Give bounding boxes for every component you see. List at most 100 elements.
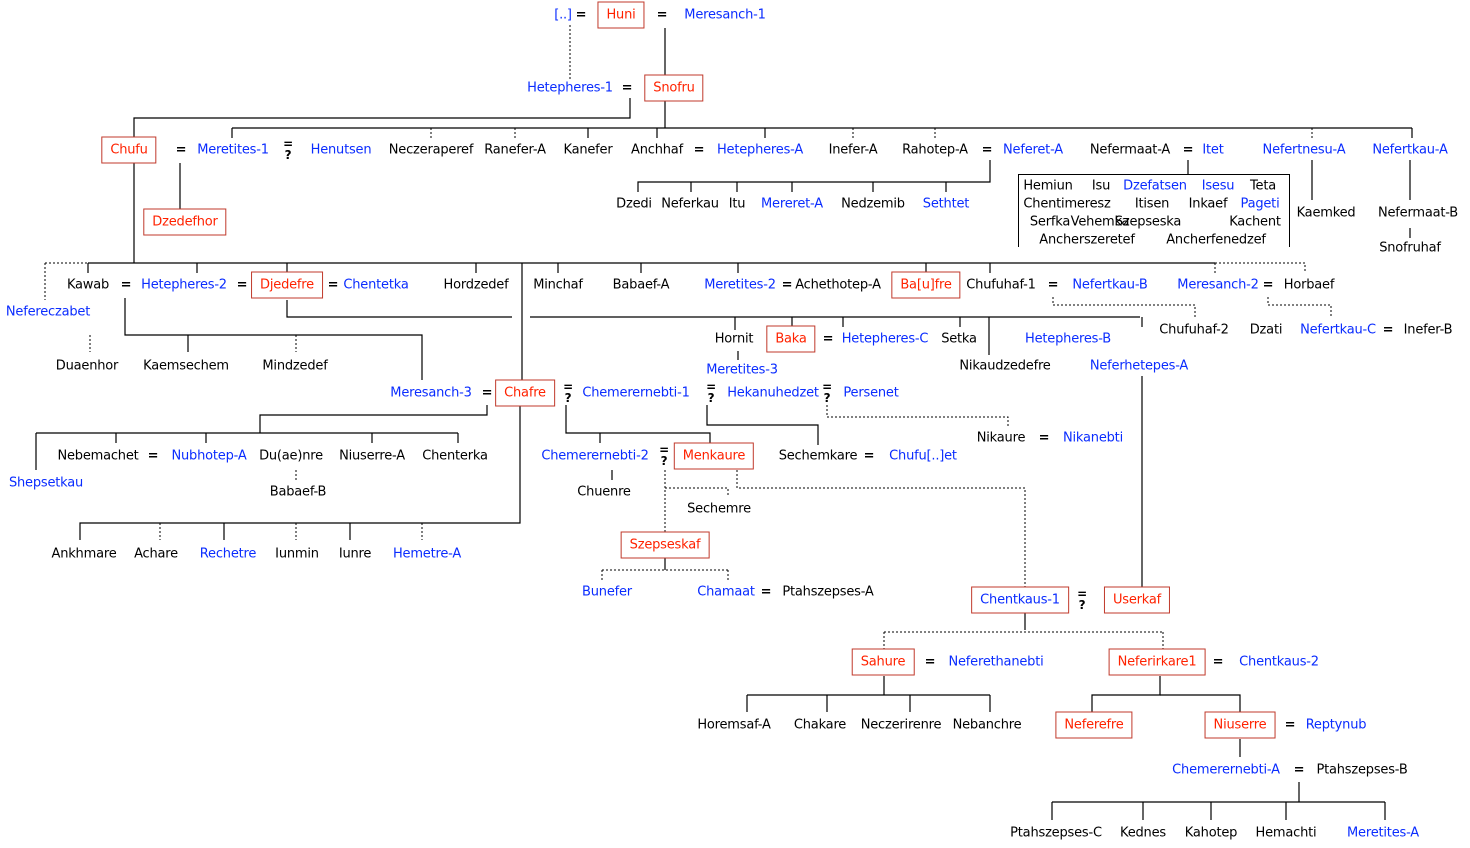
marriage-sign: = xyxy=(236,277,248,293)
male-person: Ptahszepses-B xyxy=(1316,762,1408,778)
male-person: Chakare xyxy=(793,717,847,733)
king-box: Baka xyxy=(766,325,816,353)
male-person: Kednes xyxy=(1120,825,1166,841)
connector-line xyxy=(286,300,512,318)
female-person: Reptynub xyxy=(1305,717,1367,733)
marriage-sign: = xyxy=(981,142,993,158)
connector-line xyxy=(565,405,711,443)
male-person: Chuenre xyxy=(577,484,631,500)
female-person: Shepsetkau xyxy=(8,475,84,491)
marriage-sign: = xyxy=(1284,717,1296,733)
marriage-sign: = xyxy=(1212,654,1224,670)
uncertain-marriage-sign: = ? xyxy=(659,443,669,468)
marriage-sign: = xyxy=(575,7,587,23)
king-box: Snofru xyxy=(644,74,704,102)
female-person: Nubhotep-A xyxy=(171,448,247,464)
male-person: Sechemkare xyxy=(778,448,858,464)
king-box: Niuserre xyxy=(1204,711,1276,739)
marriage-sign: = xyxy=(863,448,875,464)
male-person: Babaef-A xyxy=(612,277,670,293)
female-person: Meresanch-3 xyxy=(390,385,472,401)
male-person: Nikaudzedefre xyxy=(959,358,1051,374)
male-person: Neczeraperef xyxy=(388,142,474,158)
connector-line xyxy=(706,405,819,445)
marriage-sign: = xyxy=(1293,762,1305,778)
marriage-sign: = xyxy=(760,584,772,600)
female-person: Nefereczabet xyxy=(5,304,91,320)
male-person: Hordzedef xyxy=(443,277,509,293)
marriage-sign: = xyxy=(1382,322,1394,338)
male-person: Hemiun xyxy=(1023,178,1073,194)
uncertain-connector-line xyxy=(1215,262,1306,273)
male-person: Isu xyxy=(1091,178,1111,194)
male-person: Chenterka xyxy=(422,448,488,464)
female-person: Chentkaus-2 xyxy=(1239,654,1319,670)
male-person: Chentimeresz xyxy=(1023,196,1111,212)
male-person: Inefer-B xyxy=(1403,322,1453,338)
female-person: Isesu xyxy=(1201,178,1235,194)
male-person: Ancherfenedzef xyxy=(1166,232,1266,248)
female-person: Hekanuhedzet xyxy=(727,385,819,401)
marriage-sign: = xyxy=(147,448,159,464)
male-person: Achethotep-A xyxy=(795,277,881,293)
female-person: Persenet xyxy=(843,385,899,401)
female-person: Hetepheres-B xyxy=(1025,331,1111,347)
connector-line xyxy=(1091,676,1161,712)
female-person: Hetepheres-C xyxy=(841,331,929,347)
female-person: Chamaat xyxy=(697,584,755,600)
female-person: Itet xyxy=(1202,142,1224,158)
male-person: Sechemre xyxy=(687,501,751,517)
female-person: Hetepheres-1 xyxy=(527,80,613,96)
male-person: Neferkau xyxy=(661,196,719,212)
king-box: Huni xyxy=(597,1,645,29)
female-person: Nikanebti xyxy=(1062,430,1124,446)
female-person: Mereret-A xyxy=(761,196,823,212)
male-person: Chufuhaf-2 xyxy=(1159,322,1229,338)
male-person: Nebanchre xyxy=(952,717,1022,733)
female-person: Nefertnesu-A xyxy=(1262,142,1346,158)
female-person: Neferethanebti xyxy=(948,654,1044,670)
children-group-box xyxy=(1018,174,1290,247)
male-person: Babaef-B xyxy=(269,484,327,500)
marriage-sign: = xyxy=(327,277,339,293)
male-person: Szepseska xyxy=(1114,214,1182,230)
king-box: Sahure xyxy=(851,648,915,676)
uncertain-marriage-sign: = ? xyxy=(563,380,573,405)
female-person: Pageti xyxy=(1240,196,1280,212)
marriage-sign: = xyxy=(175,142,187,158)
male-person: Kanefer xyxy=(563,142,613,158)
connector-line xyxy=(1160,694,1241,712)
male-person: Serfka xyxy=(1029,214,1071,230)
marriage-sign: = xyxy=(1038,430,1050,446)
uncertain-marriage-sign: = ? xyxy=(706,380,716,405)
female-person: Rechetre xyxy=(199,546,257,562)
male-person: Hemachti xyxy=(1255,825,1317,841)
female-person: Sethtet xyxy=(922,196,970,212)
male-person: Snofruhaf xyxy=(1379,240,1441,256)
female-person: Meresanch-2 xyxy=(1177,277,1259,293)
connector-line xyxy=(79,406,521,540)
female-person: Neferet-A xyxy=(1003,142,1063,158)
king-box: Dzedefhor xyxy=(143,208,227,236)
marriage-sign: = xyxy=(656,7,668,23)
female-person: Nefertkau-C xyxy=(1300,322,1376,338)
connector-line xyxy=(637,160,991,192)
male-person: Teta xyxy=(1250,178,1276,194)
king-box: Djedefre xyxy=(251,271,323,299)
male-person: Hornit xyxy=(714,331,754,347)
uncertain-connector-line xyxy=(665,487,729,497)
marriage-sign: = xyxy=(1262,277,1274,293)
male-person: Kawab xyxy=(66,277,110,293)
male-person: Inkaef xyxy=(1188,196,1228,212)
male-person: Kachent xyxy=(1229,214,1281,230)
male-person: Iunmin xyxy=(275,546,319,562)
male-person: Inefer-A xyxy=(828,142,878,158)
female-person: Meretites-3 xyxy=(706,362,778,378)
female-person: Bunefer xyxy=(582,584,632,600)
female-person: Hemetre-A xyxy=(392,546,462,562)
male-person: Chufuhaf-1 xyxy=(966,277,1036,293)
female-person: Hetepheres-A xyxy=(716,142,804,158)
uncertain-connector-line xyxy=(1052,297,1196,318)
